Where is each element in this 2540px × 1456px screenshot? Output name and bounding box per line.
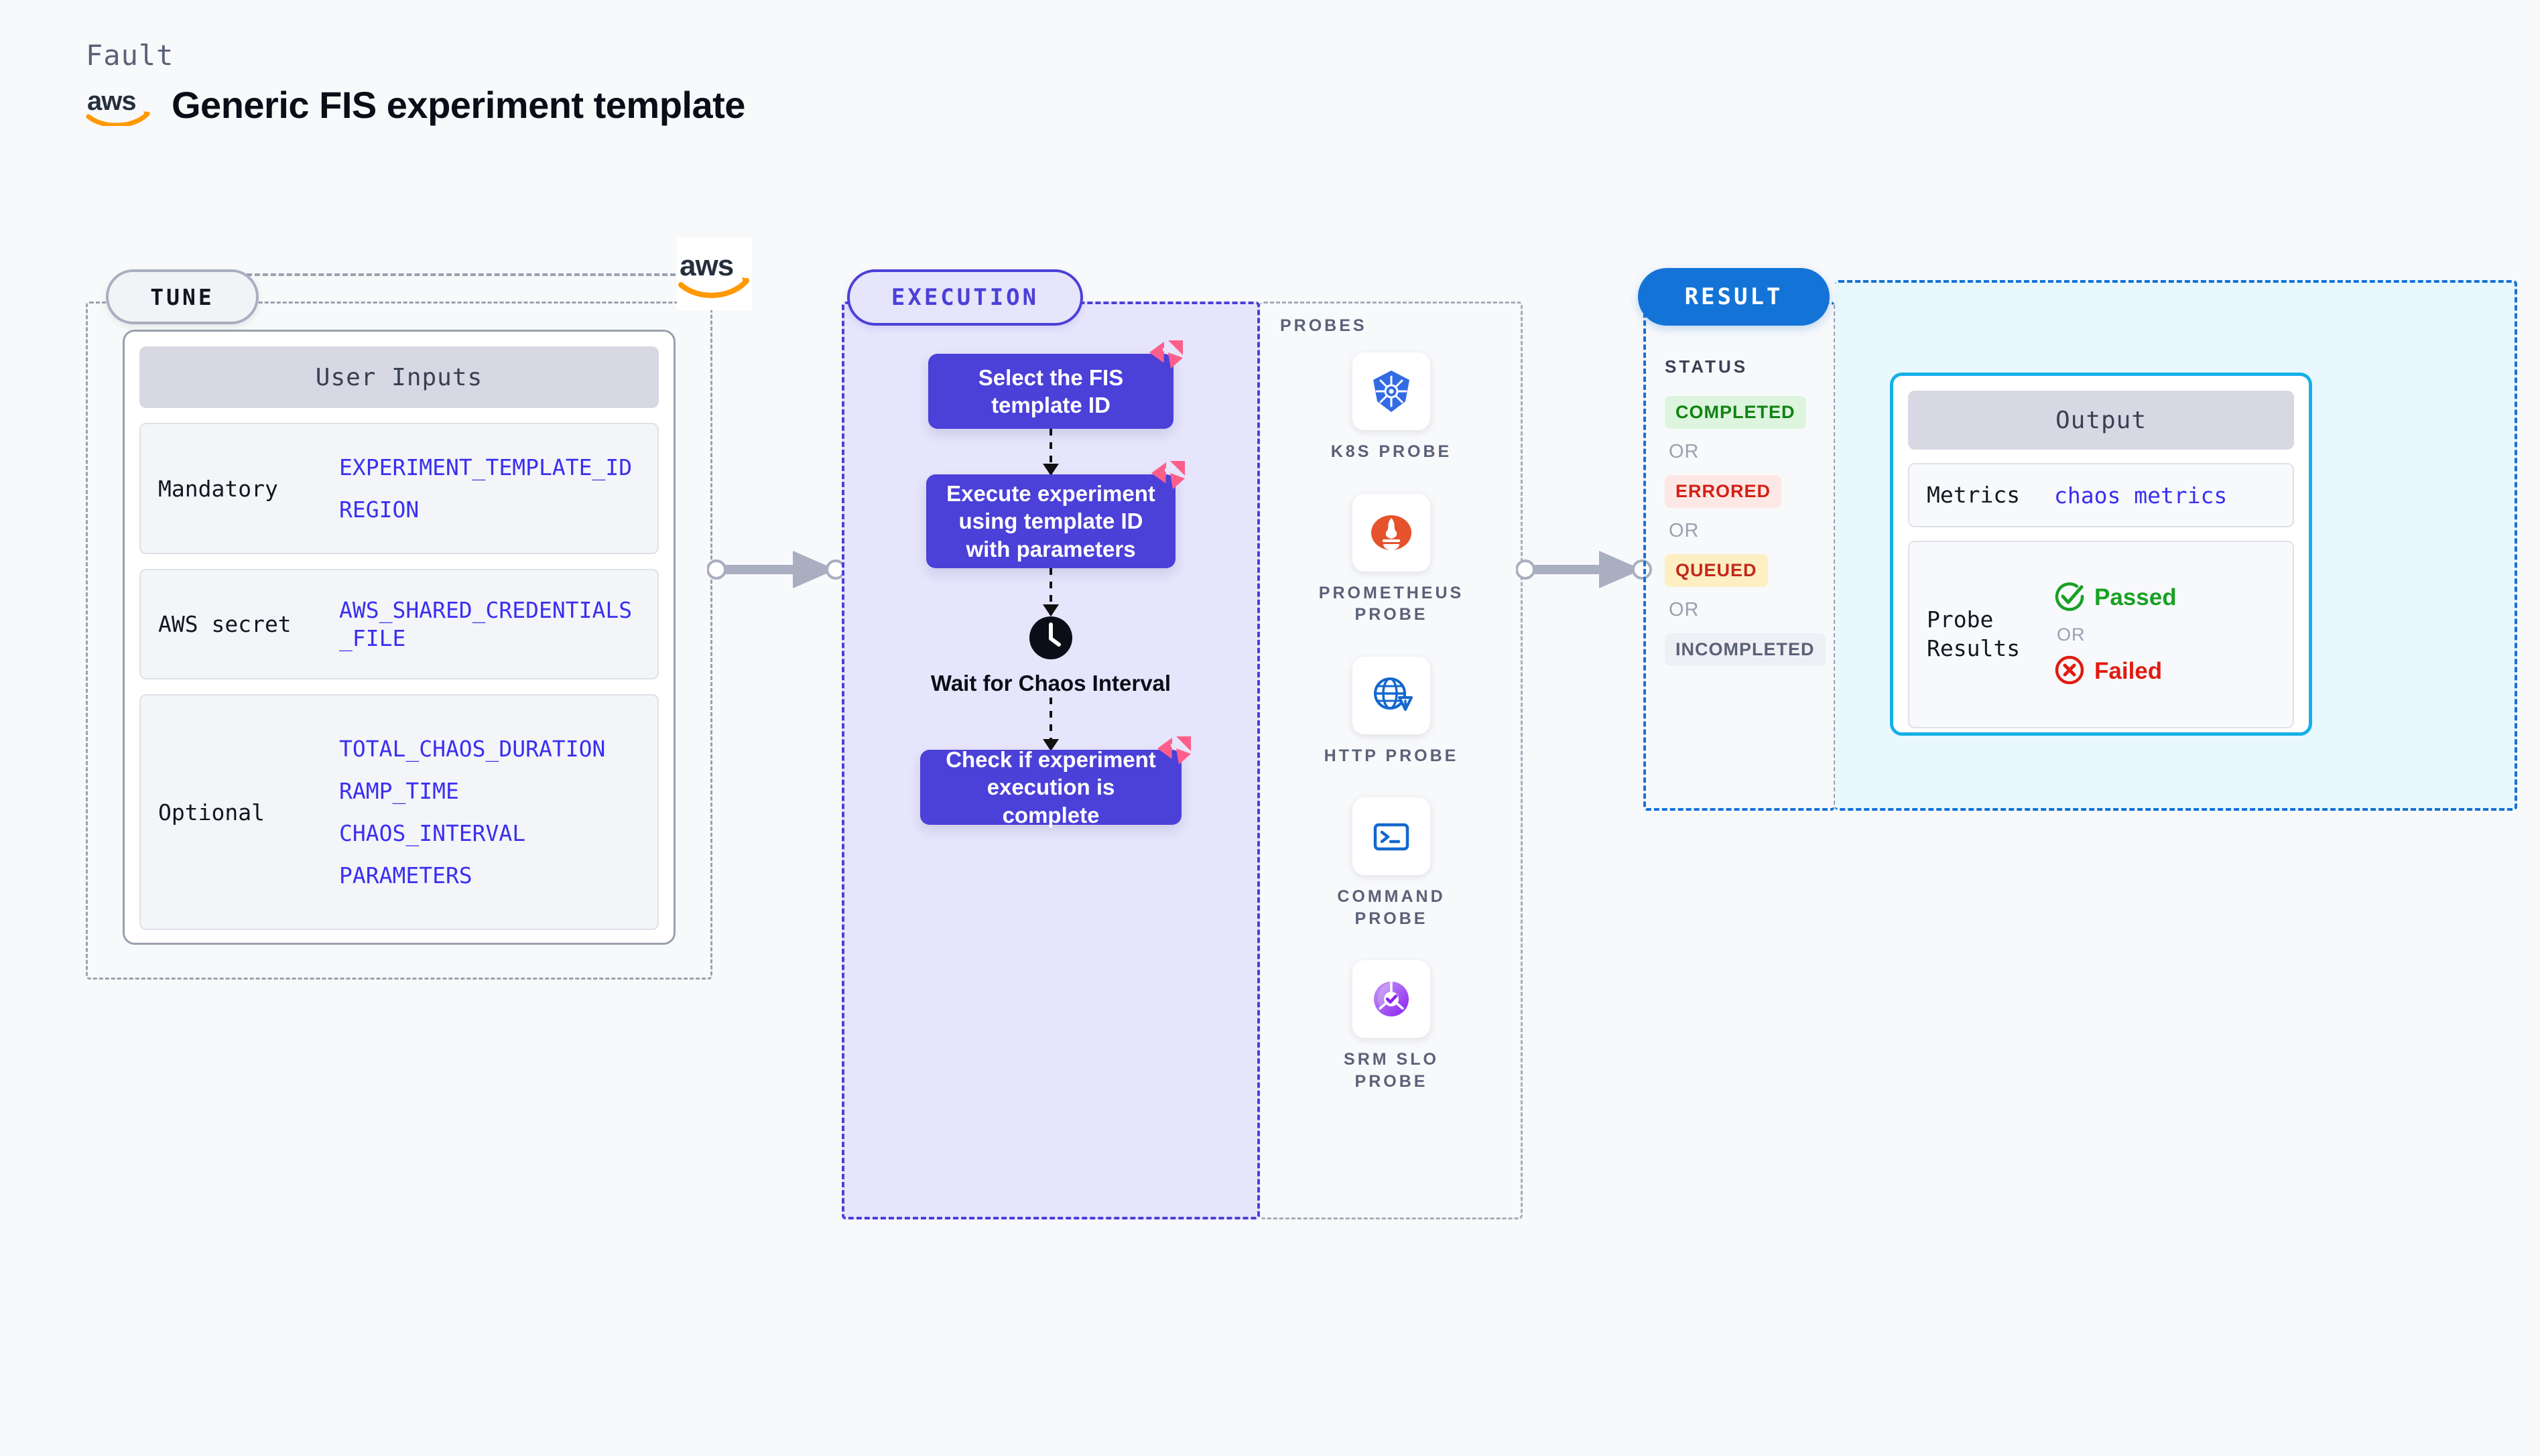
flow-step-select-template[interactable]: Select the FIS template ID [928, 340, 1183, 429]
probe-verdict-passed: Passed [2054, 581, 2177, 615]
input-variable: PARAMETERS [339, 862, 472, 889]
clock-icon [1028, 615, 1074, 661]
output-card: Output Metrics chaos metrics Probe Resul… [1890, 373, 2312, 736]
input-row-optional: Optional TOTAL_CHAOS_DURATION RAMP_TIME … [139, 694, 659, 930]
execution-flow: Select the FIS template ID Execute exper… [842, 340, 1260, 828]
user-inputs-panel: User Inputs Mandatory EXPERIMENT_TEMPLAT… [123, 330, 676, 945]
output-row-probe-results: Probe Results Passed OR [1908, 541, 2294, 728]
output-row-label: Metrics [1927, 481, 2021, 508]
http-globe-warning-icon [1352, 656, 1430, 734]
terminal-icon [1352, 797, 1430, 875]
svg-text:aws: aws [680, 249, 733, 282]
or-separator: OR [1669, 441, 1700, 462]
output-row-metrics: Metrics chaos metrics [1908, 463, 2294, 527]
flow-connector [1050, 429, 1052, 474]
flow-step-label: Wait for Chaos Interval [930, 671, 1171, 696]
flow-step-label: Execute experiment using template ID wit… [946, 481, 1155, 561]
probe-label: K8S PROBE [1330, 442, 1452, 461]
input-row-label: Mandatory [158, 475, 278, 502]
probe-label: HTTP PROBE [1324, 746, 1459, 765]
result-stage: RESULT STATUS COMPLETED OR ERRORED OR QU… [1638, 268, 1835, 811]
probe-item-srm-slo[interactable]: SRM SLO PROBE [1314, 960, 1468, 1092]
probe-label: PROMETHEUS PROBE [1318, 583, 1464, 624]
tune-stage-border [86, 302, 712, 980]
status-badge-incompleted: INCOMPLETED [1665, 633, 1826, 666]
input-variable: CHAOS_INTERVAL [339, 820, 526, 846]
flow-step-wait-chaos-interval: Wait for Chaos Interval [931, 615, 1171, 698]
status-badge-errored: ERRORED [1665, 475, 1782, 508]
tune-stage: TUNE User Inputs Mandatory EXPERIMENT_TE… [86, 269, 712, 980]
kubernetes-icon [1352, 352, 1430, 430]
flow-connector [1050, 568, 1052, 615]
flow-step-execute-experiment[interactable]: Execute experiment using template ID wit… [926, 461, 1185, 568]
execution-stage: EXECUTION Select the FIS template ID Exe… [842, 269, 1260, 1219]
input-variable: EXPERIMENT_TEMPLATE_ID [339, 454, 633, 480]
status-heading: STATUS [1665, 356, 1749, 377]
page-header: Fault aws Generic FIS experiment templat… [86, 39, 745, 128]
input-row-mandatory: Mandatory EXPERIMENT_TEMPLATE_ID REGION [139, 423, 659, 554]
tune-stage-badge[interactable]: TUNE [106, 269, 259, 324]
status-badge-queued: QUEUED [1665, 554, 1768, 587]
probe-label: COMMAND PROBE [1337, 887, 1446, 928]
flow-connector [1050, 697, 1052, 750]
status-column: STATUS COMPLETED OR ERRORED OR QUEUED OR… [1665, 356, 1826, 666]
aws-logo-icon: aws [86, 84, 153, 128]
input-variable: RAMP_TIME [339, 777, 459, 804]
probes-stage: PROBES [1260, 302, 1523, 1219]
input-variable: REGION [339, 497, 420, 523]
check-circle-icon [2054, 581, 2085, 615]
or-separator: OR [1669, 599, 1700, 620]
output-title: Output [1908, 391, 2294, 450]
result-stage-badge[interactable]: RESULT [1638, 268, 1830, 326]
probe-item-command[interactable]: COMMAND PROBE [1314, 797, 1468, 929]
arrow-execution-to-result [1515, 548, 1654, 591]
tune-aws-logo-badge: aws [677, 238, 752, 310]
srm-slo-icon [1352, 960, 1430, 1038]
svg-text:aws: aws [87, 86, 136, 116]
probes-stage-border [1260, 302, 1523, 1219]
probe-item-http[interactable]: HTTP PROBE [1314, 656, 1468, 767]
probe-item-k8s[interactable]: K8S PROBE [1314, 352, 1468, 463]
output-row-label: Probe Results [1927, 606, 2021, 661]
status-badge-completed: COMPLETED [1665, 396, 1806, 429]
prometheus-icon [1352, 493, 1430, 572]
user-inputs-title: User Inputs [139, 346, 659, 408]
verdict-label: Failed [2094, 658, 2163, 684]
x-circle-icon [2054, 655, 2085, 689]
header-eyebrow: Fault [86, 39, 174, 72]
flow-step-check-complete[interactable]: Check if experiment execution is complet… [920, 736, 1191, 828]
or-separator: OR [2057, 624, 2086, 645]
output-stage: Output Metrics chaos metrics Probe Resul… [1835, 280, 2517, 811]
output-metrics-value: chaos metrics [2054, 482, 2228, 509]
probes-heading: PROBES [1280, 316, 1367, 335]
flow-step-label: Select the FIS template ID [978, 365, 1124, 417]
tune-aws-dashed-connector [247, 273, 676, 276]
arrow-tune-to-execution [706, 548, 848, 591]
execution-stage-badge[interactable]: EXECUTION [847, 269, 1083, 326]
or-separator: OR [1669, 520, 1700, 541]
input-row-label: AWS secret [158, 611, 292, 637]
input-variable: TOTAL_CHAOS_DURATION [339, 735, 606, 762]
probe-item-prometheus[interactable]: PROMETHEUS PROBE [1314, 493, 1468, 626]
probes-list: K8S PROBE PROMETHEUS PROBE [1260, 352, 1523, 1092]
flow-step-label: Check if experiment execution is complet… [946, 747, 1156, 828]
probe-label: SRM SLO PROBE [1344, 1050, 1439, 1091]
input-variable: AWS_SHARED_CREDENTIALS _FILE [339, 597, 633, 651]
page-title: Generic FIS experiment template [172, 84, 745, 126]
input-row-label: Optional [158, 799, 265, 825]
input-row-aws-secret: AWS secret AWS_SHARED_CREDENTIALS _FILE [139, 569, 659, 679]
verdict-label: Passed [2094, 584, 2177, 610]
probe-verdict-failed: Failed [2054, 655, 2177, 689]
